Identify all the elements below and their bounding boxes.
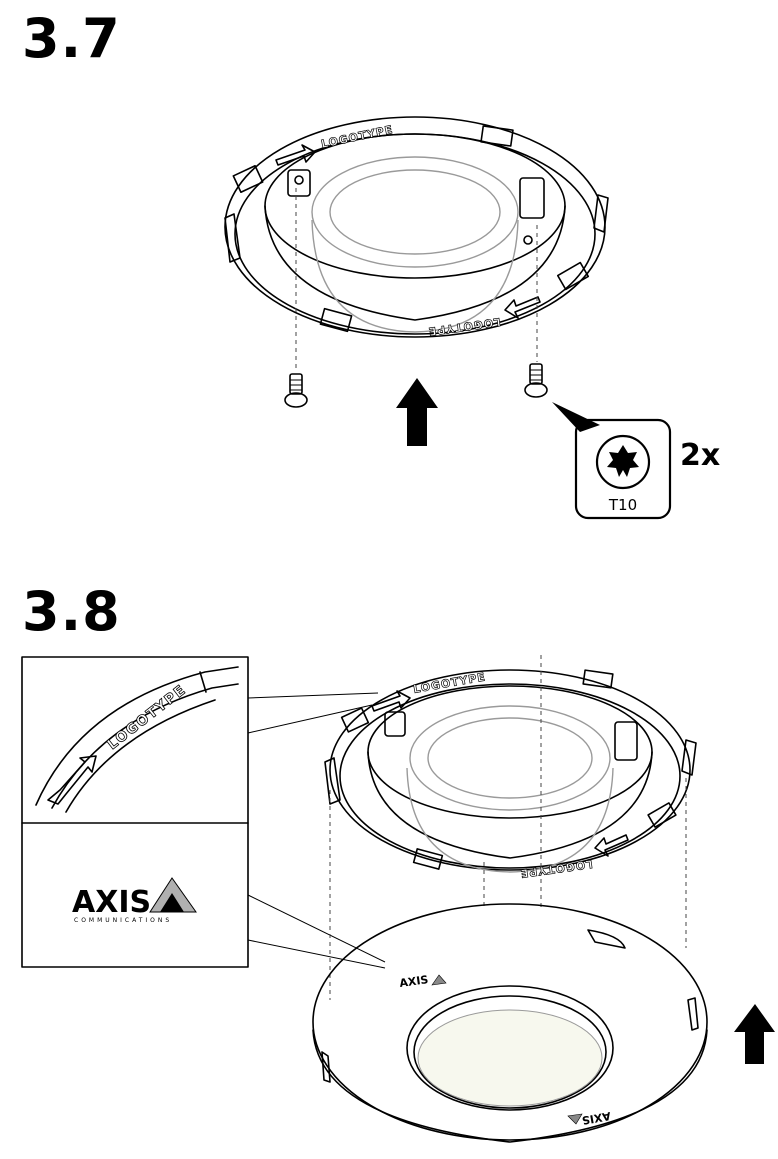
tool-label: T10 [608, 496, 637, 514]
cover-brand-triangle-front [431, 974, 447, 986]
screw-left [284, 373, 308, 408]
mounting-ring-with-dome: LOGOTYPE LOGOTYPE [224, 116, 609, 338]
step-number-3-7: 3.7 [22, 7, 121, 70]
up-arrow-icon [396, 378, 438, 446]
mounting-ring-3-8: LOGOTYPE LOGOTYPE [324, 669, 697, 880]
detail-inset: LOGOTYPE AXIS COMMUNICATIONS [21, 656, 386, 969]
embossed-logotype-top: LOGOTYPE [320, 123, 395, 151]
dome-cover: AXIS AXIS [312, 903, 708, 1143]
detail-brand-name: AXIS [72, 885, 151, 920]
cover-brand-triangle-back [567, 1113, 583, 1125]
screw-count: 2x [680, 438, 720, 473]
embossed-logotype-ring-bottom: LOGOTYPE [519, 857, 594, 880]
tool-callout-box [574, 418, 672, 520]
up-arrow-icon-3-8 [734, 1004, 775, 1064]
detail-brand-subtitle: COMMUNICATIONS [74, 917, 172, 924]
torx-icon [607, 445, 639, 477]
embossed-logotype-bottom: LOGOTYPE [427, 315, 502, 338]
cover-brand-name-back: AXIS [581, 1109, 612, 1127]
cover-brand-name-front: AXIS [399, 973, 430, 990]
screw-right [524, 363, 548, 398]
step-number-3-8: 3.8 [22, 580, 121, 643]
